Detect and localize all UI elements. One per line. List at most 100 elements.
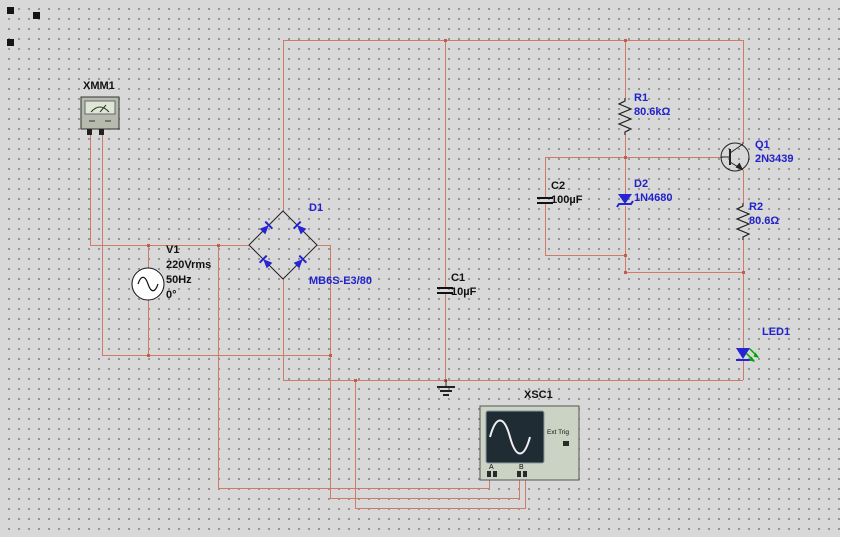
label-q1[interactable]: Q1 2N3439 xyxy=(755,138,794,166)
wire-segment[interactable] xyxy=(743,40,744,142)
label-c2-value: 100µF xyxy=(551,194,583,206)
label-r1-ref: R1 xyxy=(634,92,649,104)
label-c1[interactable]: C1 10µF xyxy=(451,271,476,299)
wire-segment[interactable] xyxy=(218,245,219,488)
wire-segment[interactable] xyxy=(148,300,149,355)
canvas-edge xyxy=(840,0,845,537)
bridge-rectifier-icon xyxy=(248,210,318,280)
channel-a-terminal[interactable] xyxy=(487,471,491,477)
label-c1-ref: C1 xyxy=(451,272,466,284)
wire-junction xyxy=(217,244,220,247)
wire-segment[interactable] xyxy=(330,498,520,499)
wire-segment[interactable] xyxy=(148,245,149,268)
label-r2[interactable]: R2 80.6Ω xyxy=(749,200,779,228)
wire-segment[interactable] xyxy=(445,294,446,380)
zener-diode-d2[interactable] xyxy=(615,192,635,210)
wire-segment[interactable] xyxy=(489,475,490,488)
ac-source-v1[interactable] xyxy=(128,264,168,304)
multimeter-terminal-plus[interactable] xyxy=(87,129,92,135)
wire-segment[interactable] xyxy=(625,135,626,195)
capacitor-c2-plate[interactable] xyxy=(537,202,553,204)
multimeter-icon xyxy=(80,96,120,135)
wire-segment[interactable] xyxy=(283,40,284,211)
wire-segment[interactable] xyxy=(317,245,330,246)
wire-segment[interactable] xyxy=(743,361,744,380)
wire-segment[interactable] xyxy=(283,40,743,41)
wire-segment[interactable] xyxy=(355,380,356,508)
multimeter-xmm1[interactable] xyxy=(79,94,123,138)
wire-segment[interactable] xyxy=(283,380,743,381)
label-c2-ref: C2 xyxy=(551,180,566,192)
wire-segment[interactable] xyxy=(102,355,330,356)
wire-segment[interactable] xyxy=(445,40,446,287)
label-r2-value: 80.6Ω xyxy=(749,215,780,227)
wire-junction xyxy=(147,354,150,357)
zener-diode-icon xyxy=(616,194,634,208)
label-xsc1[interactable]: XSC1 xyxy=(524,389,553,401)
oscilloscope-display xyxy=(485,410,545,464)
channel-a-terminal[interactable] xyxy=(493,471,497,477)
channel-b-terminal[interactable] xyxy=(517,471,521,477)
ground-icon xyxy=(437,380,455,396)
label-v1-value: 220Vrms xyxy=(166,259,212,271)
capacitor-c2-plate[interactable] xyxy=(537,197,553,199)
wire-junction xyxy=(742,271,745,274)
oscilloscope-xsc1[interactable]: Ext Trig A B xyxy=(479,403,583,483)
led-led1[interactable] xyxy=(733,344,767,374)
wire-segment[interactable] xyxy=(283,279,284,380)
resistor-icon xyxy=(617,98,633,135)
wire-segment[interactable] xyxy=(625,40,626,98)
label-xmm1[interactable]: XMM1 xyxy=(83,80,115,92)
wire-segment[interactable] xyxy=(743,240,744,348)
wire-junction xyxy=(329,354,332,357)
ac-source-icon xyxy=(131,267,165,301)
selection-handle xyxy=(7,39,14,46)
transistor-icon xyxy=(720,142,750,172)
selection-handle xyxy=(33,12,40,19)
resistor-r2[interactable] xyxy=(733,201,753,241)
wire-segment[interactable] xyxy=(102,135,103,355)
label-d2[interactable]: D2 1N4680 xyxy=(634,177,673,205)
wire-segment[interactable] xyxy=(625,206,626,272)
wire-segment[interactable] xyxy=(218,488,490,489)
wire-segment[interactable] xyxy=(545,157,546,197)
wire-junction xyxy=(354,379,357,382)
wire-junction xyxy=(624,254,627,257)
label-c2[interactable]: C2 100µF xyxy=(551,179,582,207)
resistor-icon xyxy=(735,203,751,240)
label-led1[interactable]: LED1 xyxy=(762,326,791,338)
wire-junction xyxy=(624,39,627,42)
label-v1[interactable]: V1 220Vrms 50Hz 0° xyxy=(166,243,211,303)
label-d1-ref[interactable]: D1 xyxy=(309,202,324,214)
wire-segment[interactable] xyxy=(90,245,249,246)
label-d1-part[interactable]: MB6S-E3/80 xyxy=(309,275,372,287)
label-v1-phase: 0° xyxy=(166,289,177,301)
transistor-q1[interactable] xyxy=(715,135,761,181)
oscilloscope-icon: Ext Trig A B xyxy=(479,405,580,481)
wire-segment[interactable] xyxy=(525,475,526,508)
led-icon xyxy=(736,348,759,362)
wire-segment[interactable] xyxy=(625,272,743,273)
multimeter-terminal-minus[interactable] xyxy=(99,129,104,135)
label-r1[interactable]: R1 80.6kΩ xyxy=(634,91,670,119)
wire-segment[interactable] xyxy=(330,245,331,498)
wire-segment[interactable] xyxy=(355,508,526,509)
ground-symbol[interactable] xyxy=(435,377,457,399)
wire-segment[interactable] xyxy=(545,255,625,256)
resistor-r1[interactable] xyxy=(615,96,635,136)
capacitor-c1-plate[interactable] xyxy=(437,292,453,294)
bridge-rectifier-d1[interactable] xyxy=(245,207,321,283)
selection-handle xyxy=(7,7,14,14)
wire-segment[interactable] xyxy=(743,170,744,203)
wire-segment[interactable] xyxy=(90,135,91,245)
capacitor-c1-plate[interactable] xyxy=(437,287,453,289)
wire-segment[interactable] xyxy=(519,475,520,498)
wire-junction xyxy=(624,271,627,274)
wire-segment[interactable] xyxy=(545,157,723,158)
ext-trig-terminal[interactable] xyxy=(563,441,569,446)
label-q1-part: 2N3439 xyxy=(755,153,794,165)
wire-segment[interactable] xyxy=(545,204,546,255)
channel-b-terminal[interactable] xyxy=(523,471,527,477)
wire-junction xyxy=(147,244,150,247)
